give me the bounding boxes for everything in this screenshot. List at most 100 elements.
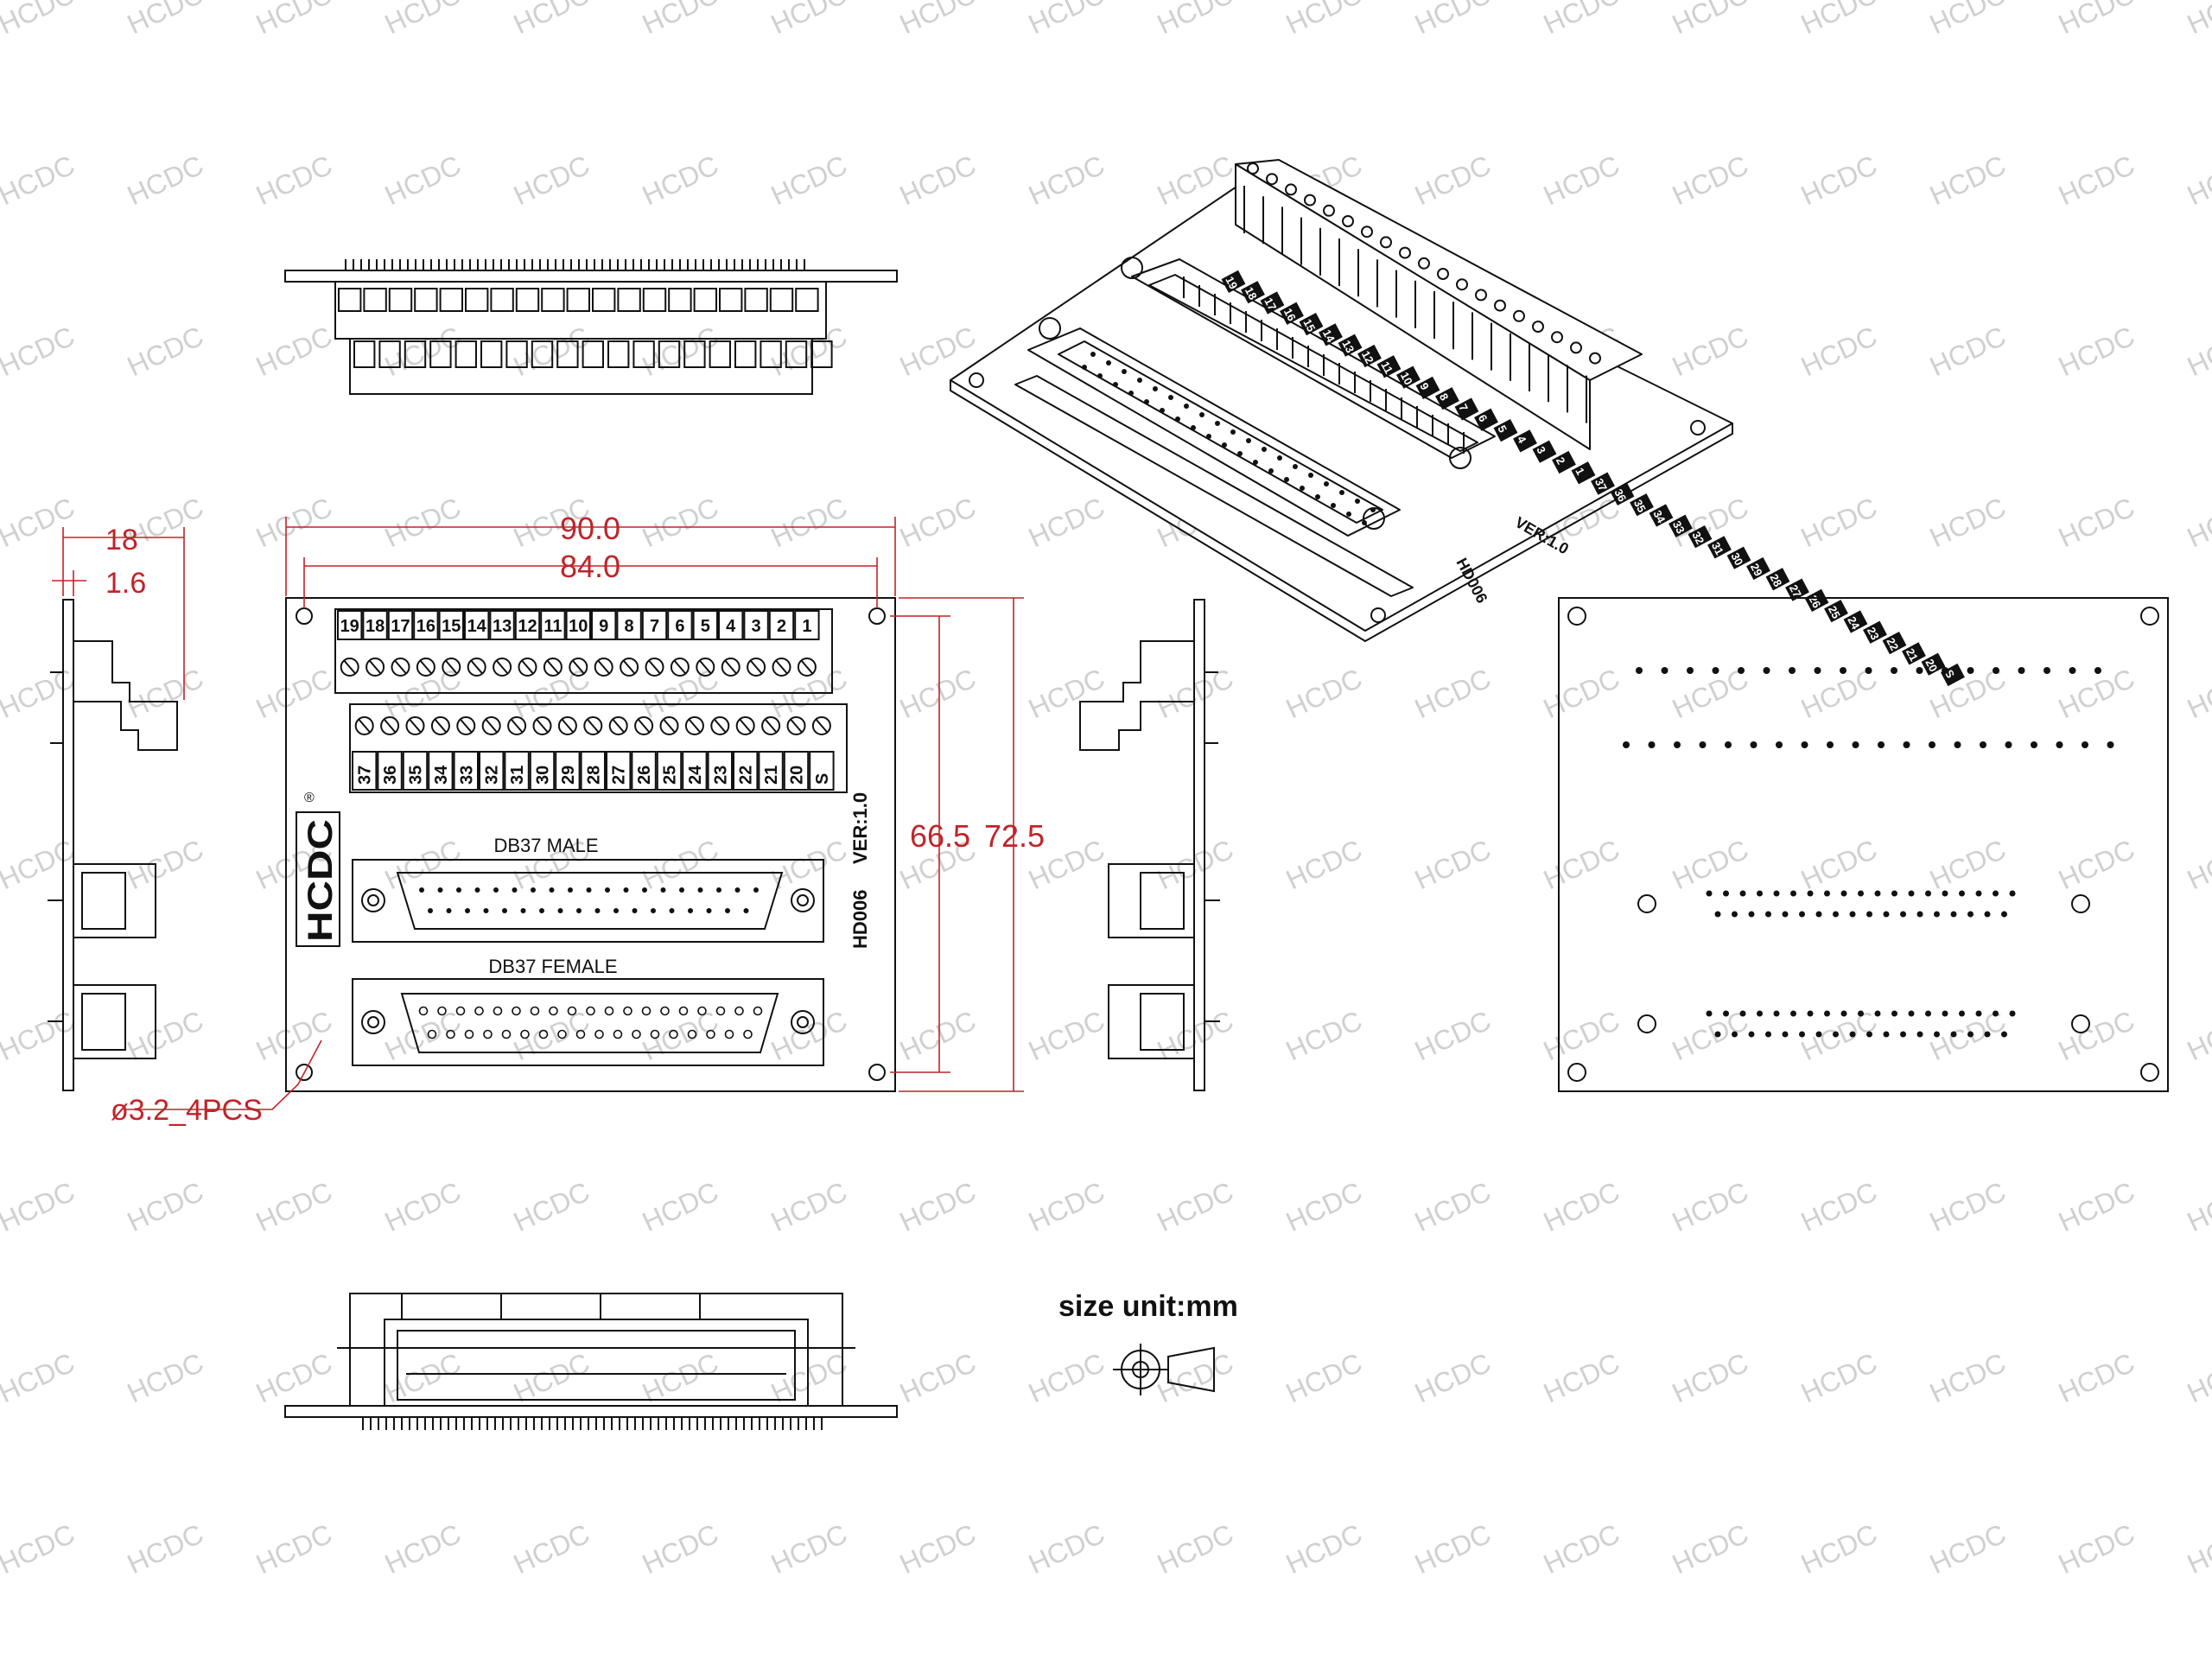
- watermark-text: HCDC: [638, 1176, 723, 1238]
- watermark-text: HCDC: [1668, 834, 1753, 896]
- terminal-screw: [786, 716, 806, 735]
- watermark-text: HCDC: [123, 663, 208, 725]
- solder-pad: [2005, 741, 2012, 748]
- db37-socket: [474, 1006, 484, 1016]
- terminal-screw: [797, 658, 817, 677]
- db37-pin: [594, 908, 601, 913]
- solder-pad: [1975, 1010, 1982, 1017]
- iso-terminal-label: 31: [1709, 540, 1726, 557]
- solder-pad: [1815, 911, 1822, 918]
- terminal-screw: [557, 716, 577, 735]
- iso-label-box: [1338, 334, 1363, 357]
- terminal-screw: [659, 716, 679, 735]
- iso-label-box: [1863, 620, 1887, 644]
- terminal-screw: [340, 658, 359, 677]
- terminal-number-bottom: 28: [584, 766, 603, 785]
- watermark-text: HCDC: [1024, 663, 1109, 725]
- watermark-text: HCDC: [1410, 1005, 1496, 1067]
- solder-pad: [1840, 890, 1847, 897]
- db37-socket: [753, 1006, 763, 1016]
- iso-socket: [1144, 399, 1149, 404]
- terminal-number-cell: [783, 751, 810, 791]
- solder-pad: [1925, 890, 1931, 897]
- terminal-number-cell: [337, 610, 363, 640]
- iso-label-box: [1669, 514, 1693, 537]
- terminal-screw: [405, 716, 425, 735]
- db37-pin: [651, 908, 656, 913]
- terminal-screw: [710, 716, 730, 735]
- watermark-text: HCDC: [380, 1176, 466, 1238]
- dim-side-height: 18: [105, 524, 138, 556]
- watermark-text: HCDC: [766, 149, 852, 212]
- solder-pad: [1849, 911, 1856, 918]
- watermark-text: HCDC: [766, 0, 852, 40]
- solder-pad: [1661, 667, 1669, 674]
- iso-socket: [1246, 438, 1251, 443]
- iso-label-box: [1357, 344, 1382, 368]
- solder-pad: [1840, 1010, 1847, 1017]
- solder-pad: [2001, 1031, 2007, 1038]
- db37-socket: [549, 1006, 558, 1016]
- iso-label-box: [1221, 270, 1246, 294]
- db37-female-shell: [352, 978, 824, 1066]
- db37-socket: [455, 1006, 466, 1016]
- mount-hole: [868, 607, 886, 625]
- solder-pad: [1865, 667, 1872, 674]
- terminal-number-cell: [464, 610, 490, 640]
- terminal-screw: [493, 658, 512, 677]
- watermark-text: HCDC: [1410, 0, 1496, 40]
- terminal-screw: [391, 658, 410, 677]
- db37-female-screw: [361, 1010, 385, 1034]
- watermark-text: HCDC: [1539, 834, 1624, 896]
- watermark-text: HCDC: [2054, 0, 2139, 40]
- db37-pin: [642, 887, 647, 893]
- watermark-text: HCDC: [1281, 1347, 1367, 1409]
- terminal-number-bottom: 33: [457, 766, 476, 785]
- watermark-text: HCDC: [895, 1518, 981, 1580]
- db37-male-screw: [791, 888, 815, 912]
- terminal-number-bottom: 36: [381, 766, 400, 785]
- terminal-number-cell: [580, 751, 606, 791]
- watermark-text: HCDC: [251, 492, 337, 554]
- terminal-number-bottom: 34: [432, 765, 451, 785]
- terminal-number-top: 11: [543, 617, 562, 636]
- screw-slot: [369, 660, 381, 674]
- iso-terminal-screw: [1247, 162, 1259, 175]
- solder-pad: [1776, 741, 1783, 748]
- iso-label-box: [1921, 652, 1946, 676]
- screw-slot: [536, 719, 549, 733]
- iso-label-box: [1552, 450, 1576, 474]
- terminal-number-top: 17: [391, 617, 410, 636]
- terminal-number-cell: [352, 751, 378, 791]
- watermark-text: HCDC: [2054, 1347, 2139, 1409]
- dim-height-total: 72.5: [984, 818, 1045, 854]
- db37-socket: [427, 1029, 437, 1039]
- side-dimensions: [52, 527, 185, 700]
- iso-terminal-label: 25: [1826, 604, 1843, 621]
- terminal-number-cell: [555, 751, 581, 791]
- watermark-text: HCDC: [123, 149, 208, 212]
- watermark-text: HCDC: [1668, 1347, 1753, 1409]
- db37-pin: [716, 887, 721, 893]
- db37-pin: [586, 887, 592, 893]
- watermark-text: HCDC: [895, 663, 981, 725]
- iso-label-box: [1493, 418, 1518, 442]
- watermark-text: HCDC: [2183, 1005, 2212, 1067]
- iso-terminal-label: 15: [1300, 317, 1318, 334]
- iso-socket: [1137, 378, 1142, 383]
- screw-slot: [790, 719, 803, 733]
- db37-socket: [586, 1006, 595, 1016]
- watermark-text: HCDC: [1539, 0, 1624, 40]
- db37-male-label: DB37 MALE: [493, 835, 598, 856]
- terminal-cell-top-view: [769, 288, 794, 312]
- screw-slot: [597, 660, 610, 674]
- db37-socket: [575, 1029, 586, 1039]
- solder-pad: [1648, 741, 1656, 748]
- iso-label-box: [1804, 588, 1829, 613]
- db37-pin: [557, 908, 563, 913]
- terminal-cell-top-view: [693, 288, 717, 312]
- iso-db37-male-shell: [1148, 274, 1478, 452]
- db37-socket: [557, 1029, 567, 1039]
- solder-pad: [1942, 1010, 1948, 1017]
